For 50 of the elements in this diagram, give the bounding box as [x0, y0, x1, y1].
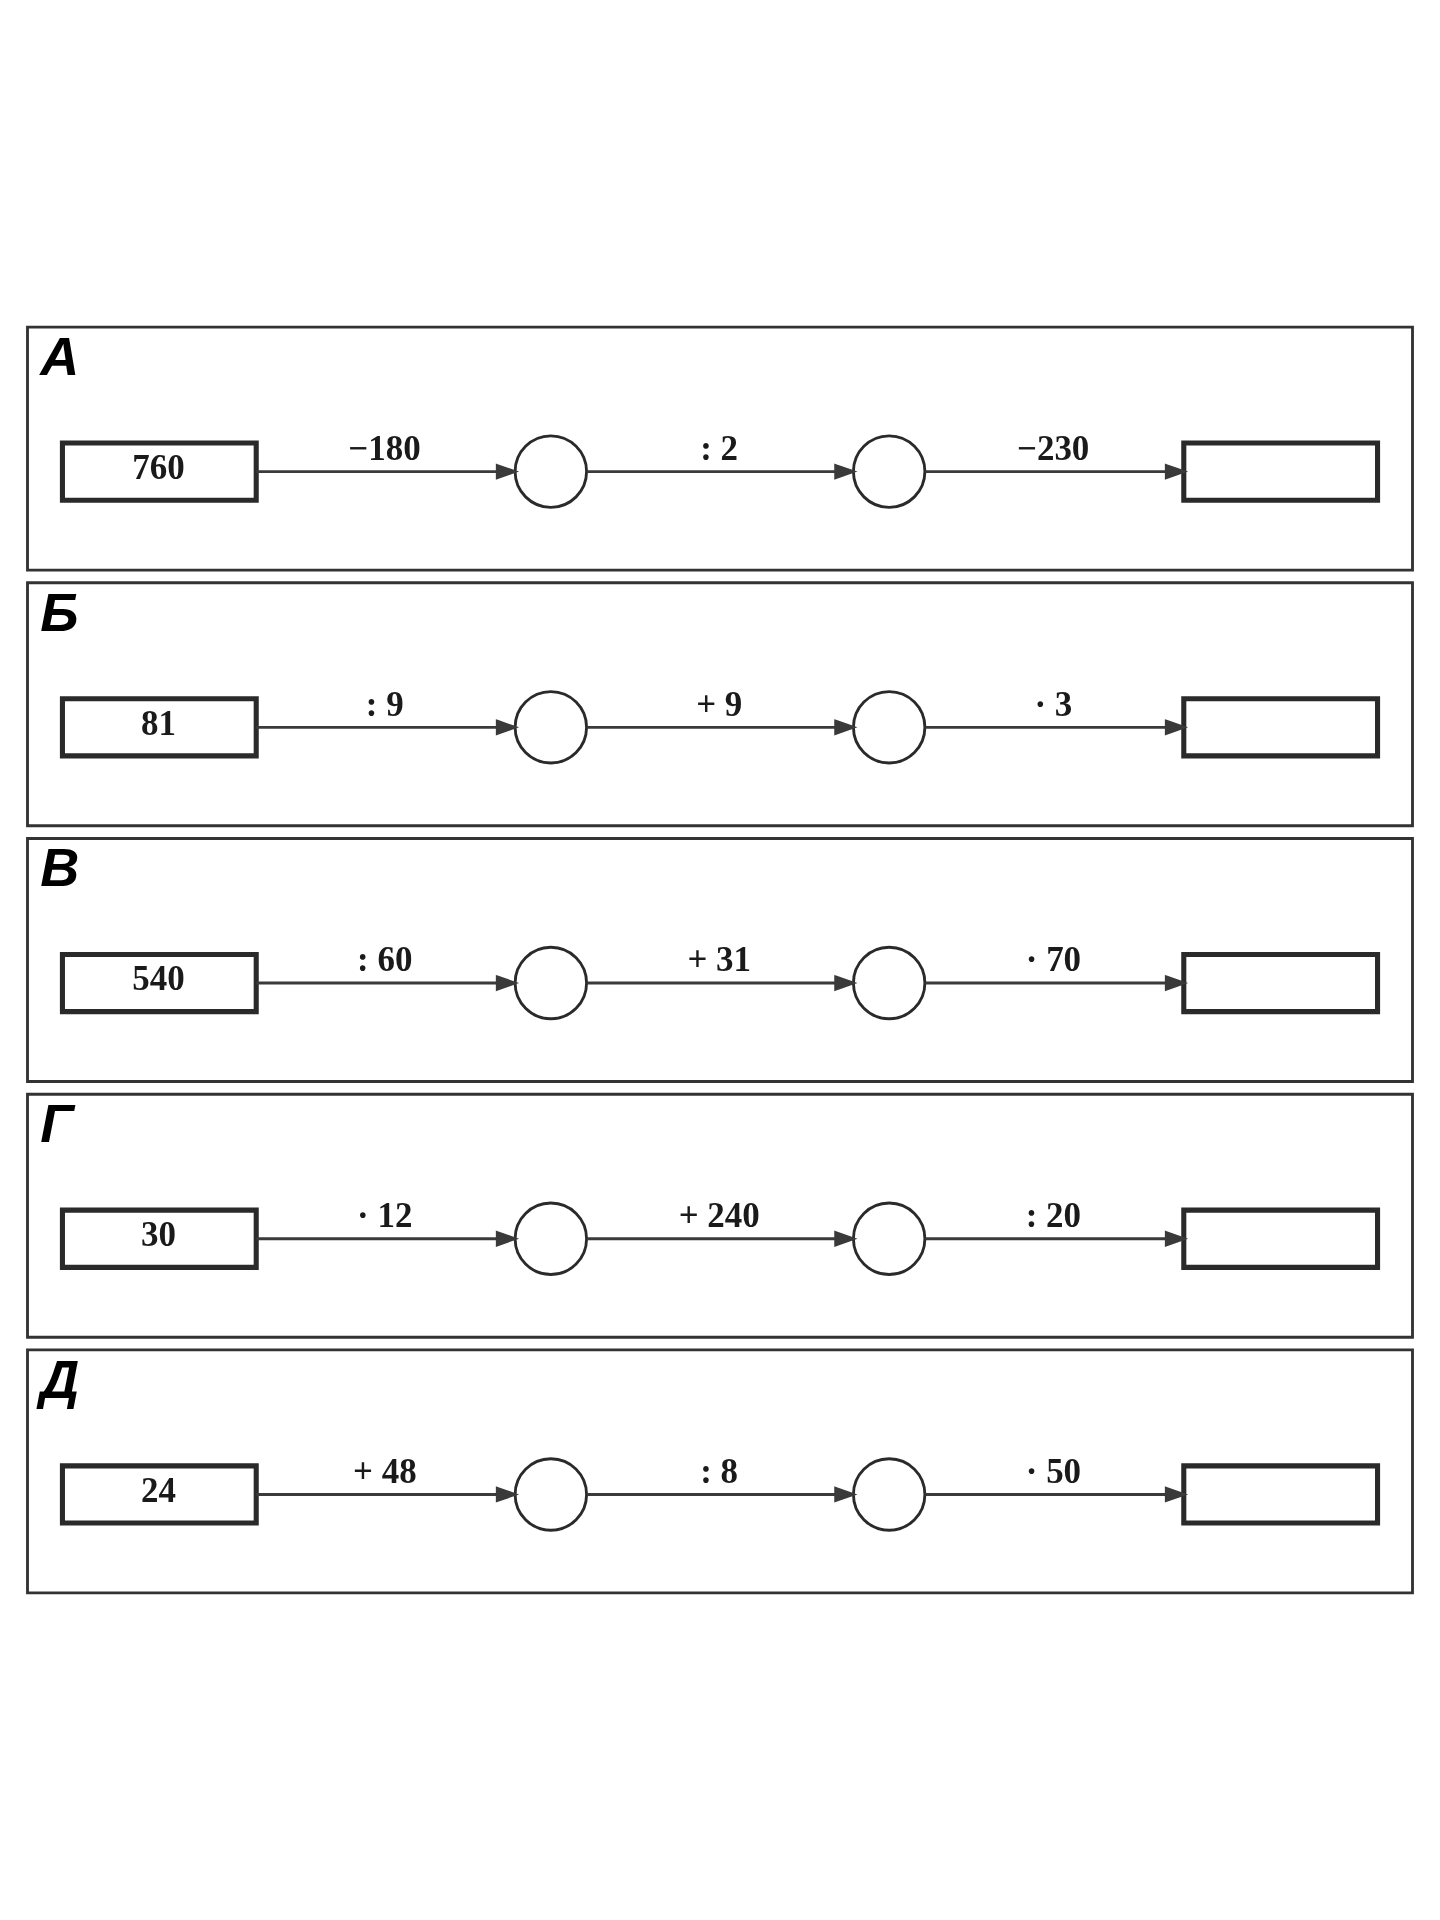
arrow — [256, 1230, 520, 1247]
edge-label: : 20 — [1025, 1195, 1082, 1235]
arrow — [587, 463, 858, 480]
edge-label: · 12 — [357, 1195, 413, 1235]
edge-label: + 31 — [687, 940, 752, 980]
node-box: 540 — [59, 951, 259, 1015]
node-circle — [513, 690, 588, 765]
arrow — [256, 463, 520, 480]
node-box — [1181, 696, 1381, 759]
edge-label: : 9 — [365, 684, 404, 724]
arrow — [925, 1230, 1189, 1247]
node-circle — [852, 1201, 927, 1276]
node-box: 30 — [59, 1207, 259, 1270]
arrow — [925, 719, 1189, 736]
arrow — [587, 719, 858, 736]
arrow — [256, 1486, 520, 1503]
arrow — [925, 974, 1189, 992]
edge-label: + 48 — [353, 1451, 417, 1491]
node-circle — [513, 1457, 588, 1532]
node-circle — [852, 945, 927, 1021]
arrow — [587, 1486, 858, 1503]
arrow — [256, 719, 520, 736]
edge-label: · 70 — [1025, 940, 1082, 980]
node-circle — [852, 1457, 927, 1532]
node-box — [1181, 1207, 1381, 1270]
edge-label: : 8 — [700, 1451, 738, 1491]
edge-label: −230 — [1017, 428, 1090, 468]
node-circle — [513, 1201, 588, 1276]
arrow — [925, 1486, 1189, 1503]
node-box: 24 — [59, 1463, 259, 1526]
node-box — [1181, 440, 1381, 503]
node-circle — [852, 690, 927, 765]
edge-label: + 240 — [678, 1195, 760, 1235]
edge-label: : 60 — [357, 940, 413, 980]
arrow — [587, 1230, 858, 1247]
node-box: 760 — [59, 440, 259, 503]
edge-label: · 3 — [1034, 684, 1073, 724]
node-circle — [852, 434, 927, 509]
arrow — [925, 463, 1189, 480]
node-circle — [513, 945, 588, 1021]
edge-label: · 50 — [1025, 1451, 1082, 1491]
node-circle — [513, 434, 588, 509]
arrow — [256, 974, 520, 992]
edge-label: + 9 — [696, 684, 743, 724]
node-box — [1181, 1463, 1381, 1526]
node-box — [1181, 951, 1381, 1015]
edge-label: : 2 — [700, 428, 738, 468]
node-box: 81 — [59, 696, 259, 759]
edge-label: −180 — [348, 428, 421, 468]
arrow — [587, 974, 858, 992]
